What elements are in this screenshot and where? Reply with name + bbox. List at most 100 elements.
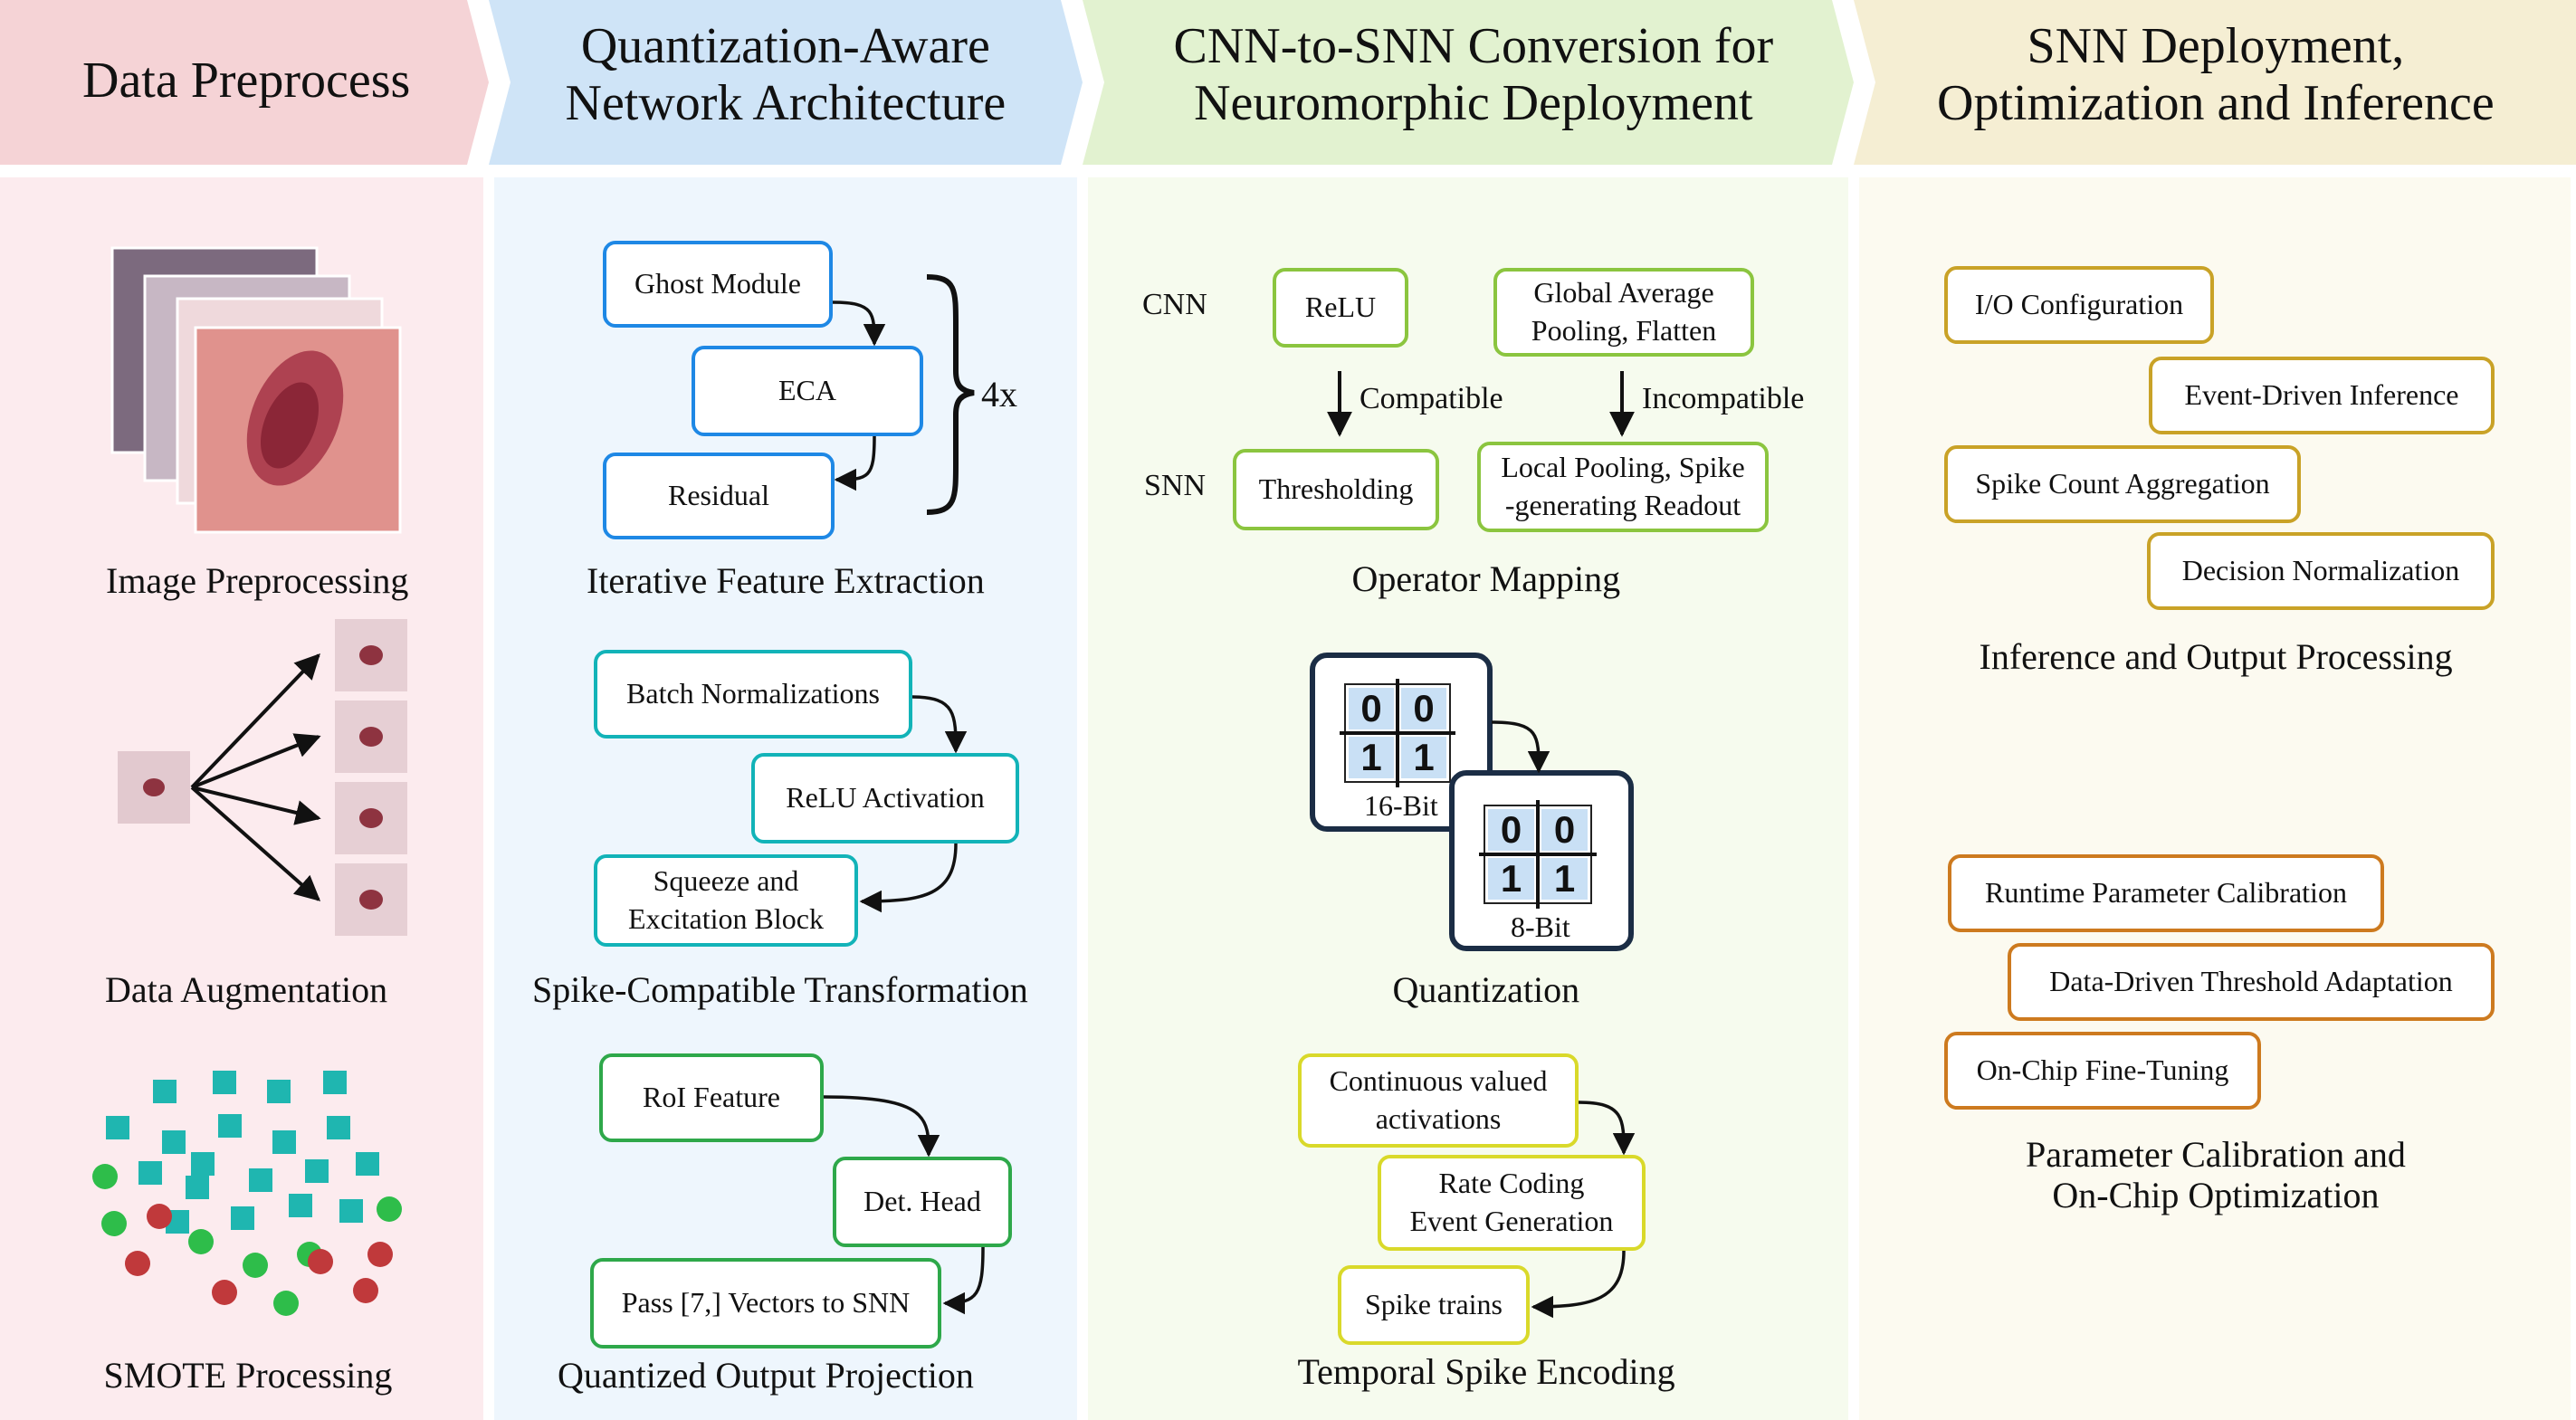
smote-teal-point-4 <box>323 1071 347 1094</box>
chip-bit-2-1: 0 <box>1501 808 1522 851</box>
chip-cell-2-2 <box>1541 809 1588 851</box>
chip-cell-2-4 <box>1541 858 1588 900</box>
caption-image-preprocessing: Image Preprocessing <box>106 560 409 601</box>
box-text: Thresholding <box>1258 472 1414 506</box>
smote-red-point-6 <box>353 1278 378 1303</box>
lesion-core <box>260 382 320 469</box>
box-text: Spike trains <box>1365 1288 1503 1321</box>
box-text: Residual <box>668 479 769 512</box>
box-thresholding: Thresholding <box>1233 449 1439 530</box>
smote-green-point-6 <box>377 1196 402 1222</box>
smote-red-point-3 <box>212 1280 237 1305</box>
smote-red-point-1 <box>147 1204 172 1229</box>
box-det-head: Det. Head <box>833 1157 1012 1247</box>
column-header-data-preprocess: Data Preprocess <box>82 52 411 109</box>
arrow-bn-to-relu <box>911 695 968 754</box>
smote-teal-point-11 <box>191 1152 215 1176</box>
box-text: Ghost Module <box>634 267 801 300</box>
box-text: Local Pooling, Spike-generating Readout <box>1501 451 1745 521</box>
chip-label-16-bit: 16-Bit <box>1364 789 1438 822</box>
chip-bit-1-1: 0 <box>1360 687 1381 729</box>
augment-arrow-2 <box>191 733 321 789</box>
box-text: Event-Driven Inference <box>2184 378 2459 412</box>
column-header-chevron-4 <box>1854 0 2576 165</box>
smote-teal-point-18 <box>339 1199 363 1223</box>
label-incompatible: Incompatible <box>1642 382 1805 415</box>
augment-output-lesion-4 <box>359 890 383 910</box>
smote-green-point-2 <box>101 1211 127 1236</box>
smote-teal-point-14 <box>356 1152 379 1176</box>
smote-teal-point-6 <box>162 1130 186 1154</box>
box-io-configuration: I/O Configuration <box>1944 266 2214 344</box>
box-text: Pass [7,] Vectors to SNN <box>621 1286 911 1320</box>
augment-output-lesion-3 <box>359 808 383 828</box>
augment-arrow-1 <box>190 653 320 789</box>
chip-bit-2-3: 1 <box>1501 857 1522 900</box>
arrow-16bit-to-8bit <box>1491 720 1550 774</box>
augment-source-lesion <box>143 778 165 796</box>
column-header-chevron-3 <box>1083 0 1854 165</box>
caption-smote-processing: SMOTE Processing <box>103 1355 393 1396</box>
caption-spike-compatible-transformation: Spike-Compatible Transformation <box>532 969 1028 1010</box>
caption-operator-mapping: Operator Mapping <box>1351 558 1621 599</box>
smote-green-point-1 <box>92 1164 118 1189</box>
chip-cell-2-1 <box>1488 809 1534 851</box>
augment-output-lesion-2 <box>359 727 383 747</box>
caption-iterative-feature-extraction: Iterative Feature Extraction <box>587 560 985 601</box>
smote-red-point-5 <box>367 1242 393 1267</box>
caption-quantized-output-projection: Quantized Output Projection <box>558 1355 974 1396</box>
chip-bit-1-2: 0 <box>1413 687 1434 729</box>
smote-teal-point-2 <box>213 1071 236 1094</box>
box-text: RoI Feature <box>643 1081 780 1114</box>
smote-teal-point-10 <box>138 1161 162 1185</box>
caption-data-augmentation: Data Augmentation <box>105 969 388 1010</box>
box-spike-trains: Spike trains <box>1338 1265 1530 1345</box>
box-text: Data-Driven Threshold Adaptation <box>2049 965 2453 998</box>
chip-cell-1-1 <box>1349 688 1394 729</box>
box-eca: ECA <box>692 346 923 436</box>
box-residual: Residual <box>603 453 835 539</box>
smote-teal-point-16 <box>231 1206 254 1230</box>
augment-arrow-4 <box>190 786 321 901</box>
caption-inference-output-processing: Inference and Output Processing <box>1979 636 2453 677</box>
chip-cell-1-2 <box>1401 688 1446 729</box>
column-header-snn-deployment: SNN Deployment,Optimization and Inferenc… <box>1937 18 2495 131</box>
smote-green-point-3 <box>188 1229 214 1254</box>
box-text: ReLU Activation <box>786 781 985 815</box>
smote-teal-point-17 <box>289 1194 312 1217</box>
arrow-eca-to-residual <box>834 435 876 491</box>
box-text: Runtime Parameter Calibration <box>1985 876 2347 910</box>
box-decision-normalization: Decision Normalization <box>2147 532 2495 610</box>
chip-bit-1-3: 1 <box>1360 736 1381 778</box>
box-relu-activation: ReLU Activation <box>751 753 1019 843</box>
box-text: Decision Normalization <box>2181 554 2460 587</box>
box-batch-normalizations: Batch Normalizations <box>594 650 912 739</box>
smote-green-point-7 <box>273 1291 299 1316</box>
augment-arrow-3 <box>191 786 321 825</box>
box-event-driven-inference: Event-Driven Inference <box>2149 357 2495 434</box>
smote-teal-point-12 <box>249 1168 272 1192</box>
row-label-snn: SNN <box>1144 469 1207 502</box>
caption-quantization: Quantization <box>1392 969 1580 1010</box>
arrow-head-to-pass <box>942 1246 985 1315</box>
column-header-chevron-2 <box>489 0 1083 165</box>
smote-red-point-2 <box>125 1251 150 1276</box>
box-roi-feature: RoI Feature <box>599 1053 824 1142</box>
chip-cell-2-3 <box>1488 858 1534 900</box>
box-ghost-module: Ghost Module <box>603 241 833 328</box>
repeat-brace <box>926 274 975 515</box>
chip-label-8-bit: 8-Bit <box>1511 910 1570 943</box>
box-text: I/O Configuration <box>1974 288 2184 321</box>
smote-red-point-4 <box>308 1249 333 1274</box>
chip-bit-2-4: 1 <box>1554 857 1575 900</box>
box-spike-count-aggregation: Spike Count Aggregation <box>1944 445 2301 523</box>
